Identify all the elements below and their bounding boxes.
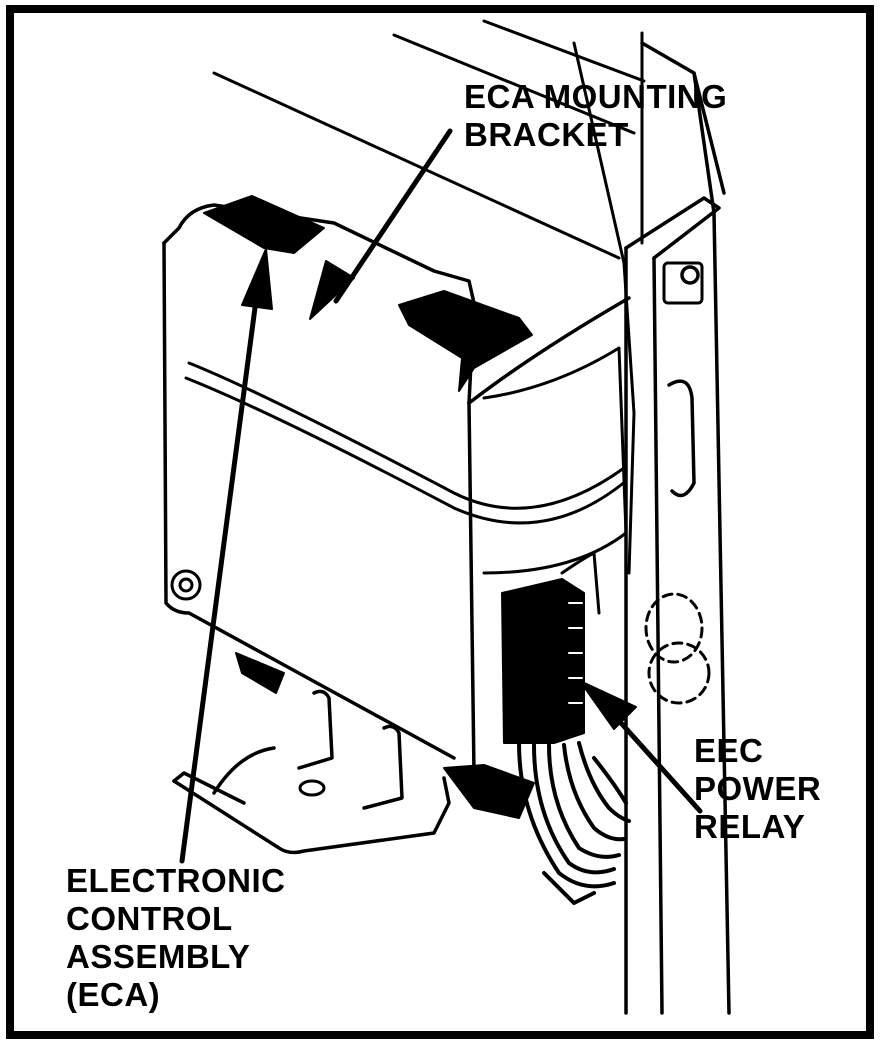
label-eec-power-relay: EEC POWER RELAY: [694, 732, 821, 846]
dashed-fastener: [644, 592, 711, 705]
wiring-harness: [517, 741, 631, 905]
label-eca-mounting-bracket: ECA MOUNTING BRACKET: [464, 78, 727, 154]
label-line: RELAY: [694, 808, 806, 845]
eca-assembly-illustration: [162, 19, 731, 1015]
label-line: (ECA): [66, 976, 161, 1013]
background-panel: [212, 19, 646, 575]
label-line: ELECTRONIC: [66, 862, 286, 899]
power-relay: [501, 551, 601, 744]
diagram-frame: [6, 5, 874, 1039]
label-line: ECA MOUNTING: [464, 78, 728, 115]
label-line: BRACKET: [464, 116, 629, 153]
arrow-heads: [241, 248, 637, 730]
mounting-bracket: [162, 203, 631, 775]
label-line: EEC: [694, 732, 764, 769]
label-line: CONTROL: [66, 900, 233, 937]
side-bolt: [170, 569, 202, 601]
mounting-foot: [172, 689, 451, 855]
mounting-rail: [624, 41, 731, 1015]
label-line: POWER: [694, 770, 822, 807]
label-electronic-control-assembly: ELECTRONIC CONTROL ASSEMBLY (ECA): [66, 862, 286, 1014]
label-line: ASSEMBLY: [66, 938, 251, 975]
